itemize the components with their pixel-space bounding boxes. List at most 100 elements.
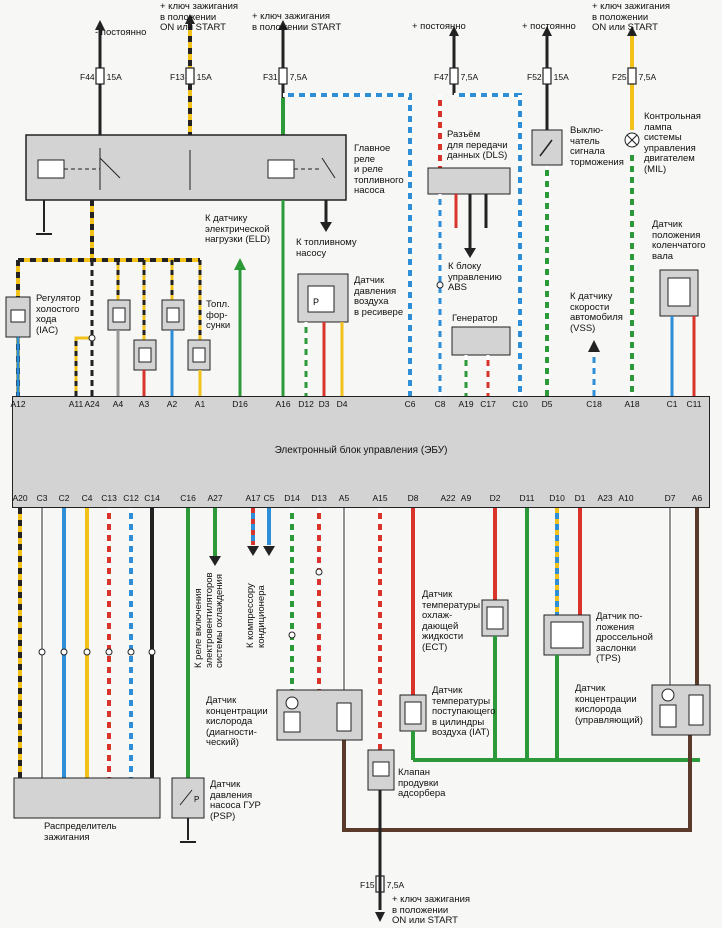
map-sensor: P bbox=[281, 200, 349, 396]
label-ign-on-start: + ключ зажигания в положении ON или STAR… bbox=[160, 1, 239, 33]
label-brake-switch: Выклю- чатель сигнала торможения bbox=[570, 125, 624, 168]
pin-label: C10 bbox=[512, 399, 528, 409]
iac-valve bbox=[5, 296, 31, 338]
purge-valve bbox=[367, 749, 395, 791]
pin-label: D16 bbox=[232, 399, 248, 409]
eld-arrow bbox=[234, 258, 246, 396]
label-abs: К блоку управлению ABS bbox=[448, 261, 502, 293]
label-injectors: Топл. фор- сунки bbox=[206, 299, 231, 331]
pin-label: D4 bbox=[336, 399, 348, 409]
mil-lamp bbox=[624, 132, 640, 148]
pin-label: C2 bbox=[58, 493, 70, 503]
injectors bbox=[107, 299, 211, 371]
pin-label: D12 bbox=[298, 399, 314, 409]
label-vss: К датчику скорости автомобиля (VSS) bbox=[570, 291, 623, 334]
ect-sensor bbox=[481, 599, 509, 760]
wire-f47 bbox=[438, 36, 522, 396]
pin-label: A11 bbox=[68, 399, 84, 409]
pin-label: C8 bbox=[434, 399, 446, 409]
pin-label: A10 bbox=[618, 493, 634, 503]
ckp-sensor bbox=[659, 269, 699, 396]
pin-label: C11 bbox=[686, 399, 702, 409]
pin-label: C14 bbox=[144, 493, 160, 503]
splice-dots bbox=[38, 334, 323, 656]
pin-label: C18 bbox=[586, 399, 602, 409]
label-ckp: Датчик положения коленчатого вала bbox=[652, 219, 706, 262]
pin-label: D11 bbox=[519, 493, 535, 503]
label-o2-ctrl: Датчик концентрации кислорода (управляющ… bbox=[575, 683, 643, 726]
label-constant-plus: + постоянно bbox=[412, 21, 466, 32]
pin-label: A12 bbox=[10, 399, 26, 409]
pin-label: A22 bbox=[440, 493, 456, 503]
label-fuel-pump: К топливному насосу bbox=[296, 237, 357, 259]
wire-f31 bbox=[281, 30, 412, 396]
label-ac-comp: К компрессору кондиционера bbox=[245, 583, 267, 648]
o2-control-sensor bbox=[651, 684, 711, 736]
pin-label: C1 bbox=[666, 399, 678, 409]
ground-relay bbox=[36, 200, 52, 235]
svg-text:P: P bbox=[313, 297, 319, 307]
pin-label: A3 bbox=[138, 399, 150, 409]
label-ect: Датчик температуры охлаж- дающей жидкост… bbox=[422, 589, 481, 653]
label-o2-diag: Датчик концентрации кислорода (диагности… bbox=[206, 695, 268, 748]
o2-diagnostic-sensor bbox=[276, 689, 363, 741]
pin-label: D13 bbox=[311, 493, 327, 503]
pin-label: D1 bbox=[574, 493, 586, 503]
label-iac: Регулятор холостого хода (IAC) bbox=[36, 293, 81, 336]
iat-sensor bbox=[399, 694, 427, 760]
pin-label: A18 bbox=[624, 399, 640, 409]
injector-wires bbox=[16, 330, 202, 396]
vss-arrow bbox=[588, 340, 600, 396]
pin-label: A23 bbox=[597, 493, 613, 503]
label-distributor: Распределитель зажигания bbox=[44, 821, 117, 843]
pin-label: C5 bbox=[263, 493, 275, 503]
ecu-title: Электронный блок управления (ЭБУ) bbox=[274, 445, 448, 456]
generator bbox=[451, 326, 511, 396]
label-psp: Датчик давления насоса ГУР (PSP) bbox=[210, 779, 261, 822]
bottom-wires bbox=[18, 508, 700, 910]
pin-label: D14 bbox=[284, 493, 300, 503]
pin-label: C6 bbox=[404, 399, 416, 409]
label-constant-plus-2: + постоянно bbox=[522, 21, 576, 32]
label-ign-start: + ключ зажигания в положении START bbox=[252, 11, 342, 33]
pin-label: A16 bbox=[275, 399, 291, 409]
distributor bbox=[13, 777, 161, 819]
pin-label: A5 bbox=[338, 493, 350, 503]
label-mil: Контрольная лампа системы управления дви… bbox=[644, 111, 701, 175]
power-arrows bbox=[95, 14, 637, 922]
pin-label: D7 bbox=[664, 493, 676, 503]
label-cooling-fan: К реле включения электровентиляторов сис… bbox=[193, 572, 225, 668]
pin-label: A2 bbox=[166, 399, 178, 409]
label-bottom-power: + ключ зажигания в положении ON или STAR… bbox=[392, 894, 471, 926]
label-eld: К датчику электрической нагрузки (ELD) bbox=[205, 213, 271, 245]
tps-sensor bbox=[543, 614, 591, 760]
pin-label: C13 bbox=[101, 493, 117, 503]
ecu-box: Электронный блок управления (ЭБУ) bbox=[12, 396, 710, 508]
pin-label: C17 bbox=[480, 399, 496, 409]
pin-label: C3 bbox=[36, 493, 48, 503]
pin-label: A9 bbox=[460, 493, 472, 503]
label-constant-minus: - постоянно bbox=[95, 27, 147, 38]
pin-label: A24 bbox=[84, 399, 100, 409]
pin-label: D8 bbox=[407, 493, 419, 503]
pin-label: C4 bbox=[81, 493, 93, 503]
pin-label: A15 bbox=[372, 493, 388, 503]
pin-label: A27 bbox=[207, 493, 223, 503]
label-ign-on-start-2: + ключ зажигания в положении ON или STAR… bbox=[592, 1, 671, 33]
fuel-pump-arrow bbox=[320, 200, 332, 232]
pin-label: D3 bbox=[318, 399, 330, 409]
brake-switch bbox=[531, 129, 563, 166]
pin-label: A6 bbox=[691, 493, 703, 503]
label-main-relay: Главное реле и реле топливного насоса bbox=[354, 143, 404, 196]
label-tps: Датчик по- ложения дроссельной заслонки … bbox=[596, 611, 653, 664]
pin-label: D10 bbox=[549, 493, 565, 503]
label-map: Датчик давления воздуха в ресивере bbox=[354, 275, 404, 318]
label-generator: Генератор bbox=[452, 313, 498, 324]
